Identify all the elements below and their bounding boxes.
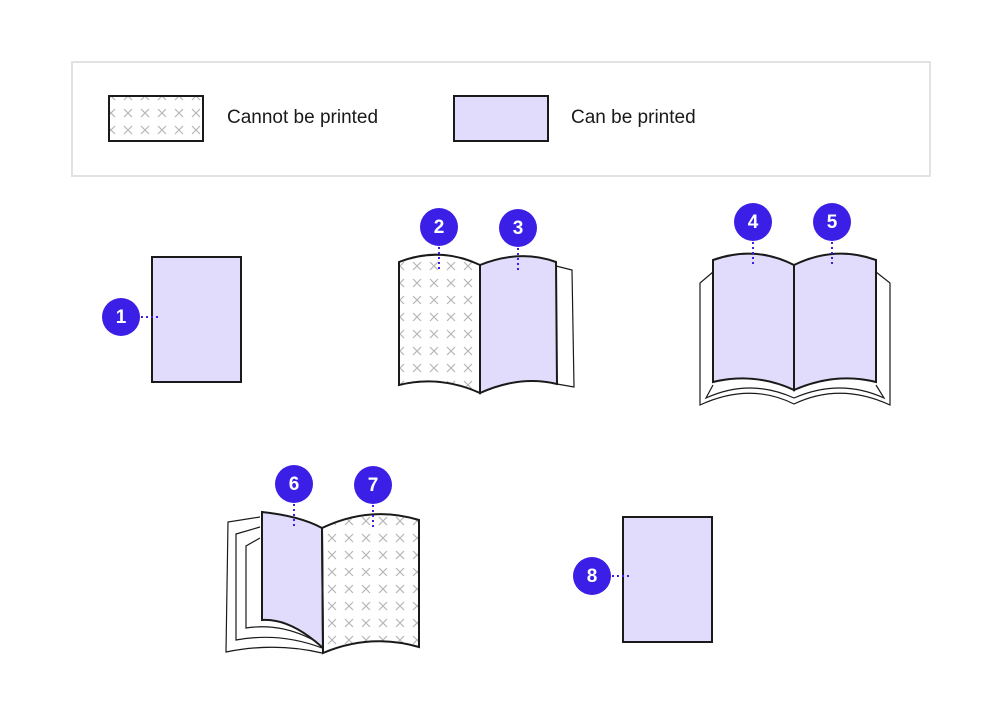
page-2 bbox=[398, 253, 481, 395]
badge-2: 2 bbox=[420, 208, 458, 246]
legend-label-cannot-print: Cannot be printed bbox=[227, 107, 378, 128]
svg-text:8: 8 bbox=[587, 566, 598, 587]
badge-6: 6 bbox=[275, 465, 313, 503]
book-stacked-pages-2 bbox=[235, 526, 323, 649]
page-5 bbox=[793, 252, 877, 392]
page-7 bbox=[320, 513, 420, 655]
book-back-pages-edge bbox=[704, 384, 886, 400]
badge-7: 7 bbox=[354, 466, 392, 504]
legend-swatch-cannot-print bbox=[108, 95, 204, 142]
figure-single-page-back: 8 bbox=[573, 516, 713, 643]
svg-text:5: 5 bbox=[827, 212, 838, 233]
badge-8: 8 bbox=[573, 557, 611, 595]
legend-label-can-print: Can be printed bbox=[571, 107, 696, 128]
svg-text:4: 4 bbox=[748, 212, 759, 233]
back-page-edge bbox=[555, 265, 575, 388]
svg-text:2: 2 bbox=[434, 217, 445, 238]
badge-4: 4 bbox=[734, 203, 772, 241]
svg-text:3: 3 bbox=[513, 218, 524, 239]
badge-5: 5 bbox=[813, 203, 851, 241]
svg-text:6: 6 bbox=[289, 474, 300, 495]
page-8 bbox=[622, 516, 713, 643]
legend: Cannot be printed Can be printed bbox=[71, 61, 931, 177]
svg-text:7: 7 bbox=[368, 475, 379, 496]
badge-3: 3 bbox=[499, 209, 537, 247]
legend-swatch-can-print bbox=[453, 95, 549, 142]
page-3 bbox=[479, 255, 559, 395]
figure-spread-inside-cover: 2 3 bbox=[398, 208, 575, 395]
badge-1: 1 bbox=[102, 298, 140, 336]
page-1 bbox=[151, 256, 242, 383]
figure-spread-back-cover: 6 7 bbox=[225, 465, 420, 655]
page-4 bbox=[712, 252, 795, 392]
svg-text:1: 1 bbox=[116, 307, 127, 328]
figure-single-page-front: 1 bbox=[102, 256, 242, 383]
figure-spread-interior: 4 5 bbox=[699, 203, 891, 406]
